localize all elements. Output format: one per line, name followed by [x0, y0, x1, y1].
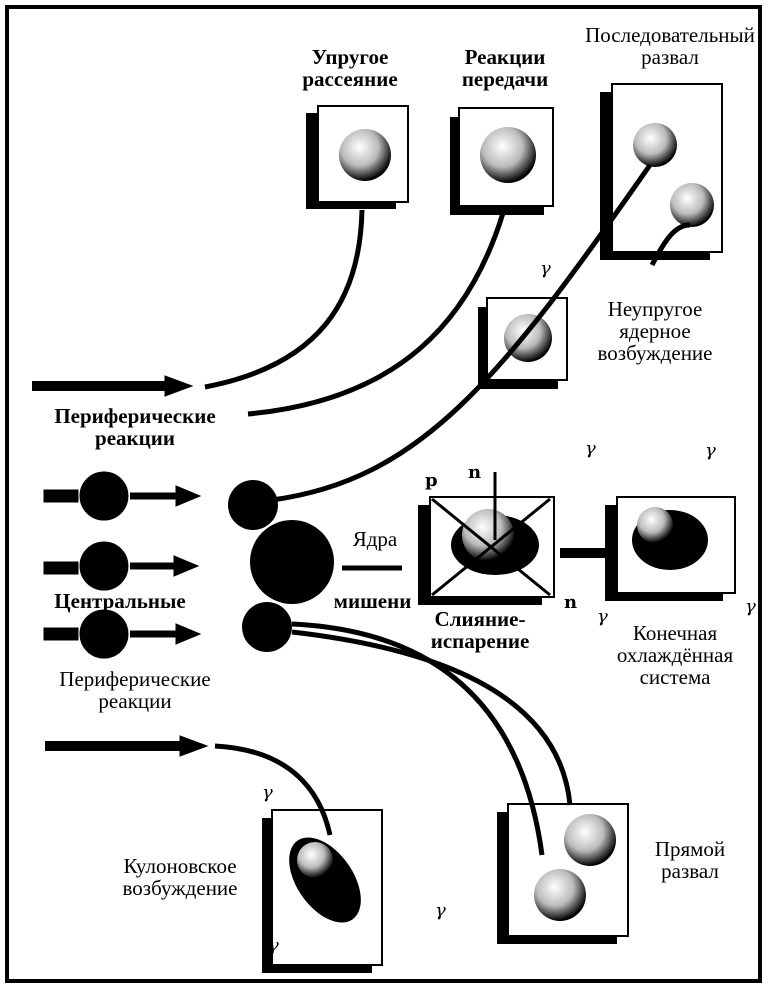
label-central: Центральные: [54, 589, 186, 613]
label-fusion: Слияние-испарение: [430, 607, 530, 653]
label-final: Конечная охлаждённая система: [616, 621, 734, 689]
nucleus: [534, 869, 586, 921]
gamma-symbol: γ: [262, 782, 273, 803]
nucleus: [564, 814, 616, 866]
neutron-symbol: n: [564, 592, 578, 613]
label-peripheral-top: Периферические реакции: [54, 404, 216, 450]
gamma-symbol: γ: [585, 438, 596, 459]
gamma-symbol: γ: [540, 258, 551, 279]
label-target-bottom: мишени: [333, 589, 412, 613]
nucleus: [633, 123, 677, 167]
gamma-symbol: γ: [435, 900, 446, 921]
incoming-beams: [32, 375, 209, 757]
proton-symbol: p: [425, 470, 438, 491]
nucleus: [504, 314, 552, 362]
label-coulomb: Кулоновское возбуждение: [122, 854, 238, 900]
nucleus: [480, 127, 536, 183]
label-inelastic: Неупругое ядерное возбуждение: [597, 297, 713, 365]
box-inelastic: [478, 297, 568, 389]
label-direct: Прямой развал: [654, 837, 726, 883]
box-elastic: [306, 105, 409, 209]
label-transfer: Реакции передачи: [461, 45, 549, 91]
label-elastic: Упругое рассеяние: [302, 45, 398, 91]
box-fusion: [418, 472, 555, 605]
label-peripheral-bottom: Периферические реакции: [59, 667, 211, 713]
box-direct: [497, 803, 629, 944]
target-nuclei: [228, 480, 334, 652]
neutron-symbol: n: [468, 462, 482, 483]
box-sequential: [600, 83, 723, 260]
nucleus: [670, 183, 714, 227]
gamma-symbol: γ: [597, 606, 608, 627]
box-coulomb: [262, 809, 383, 973]
reaction-paths: [204, 163, 691, 856]
label-sequential: Последовательный развал: [585, 23, 755, 69]
gamma-symbol: γ: [705, 440, 716, 461]
label-target-top: Ядра: [352, 527, 398, 551]
box-transfer: [450, 107, 554, 215]
diagram-frame: [5, 5, 762, 983]
nucleus: [339, 129, 391, 181]
gamma-symbol: γ: [745, 596, 756, 617]
box-final: [605, 496, 736, 601]
gamma-symbol: γ: [268, 935, 279, 956]
